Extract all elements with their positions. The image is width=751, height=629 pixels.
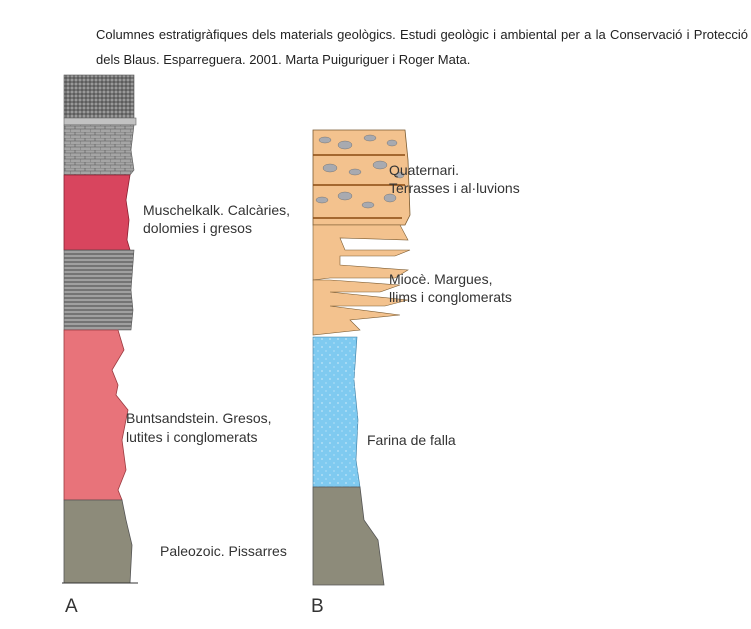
label-buntsandstein-1: Buntsandstein. Gresos, bbox=[126, 410, 272, 426]
layer-dolomite bbox=[63, 249, 135, 331]
layer-upper-gray bbox=[63, 74, 135, 119]
label-farina-de-falla: Farina de falla bbox=[367, 432, 456, 448]
label-buntsandstein-2: lutites i conglomerats bbox=[126, 429, 258, 445]
layer-buntsandstein bbox=[63, 329, 129, 501]
label-miocene-2: llims i conglomerats bbox=[389, 289, 512, 305]
column-b bbox=[312, 129, 411, 586]
layer-muschelkalk bbox=[63, 174, 131, 251]
label-muschelkalk-1: Muschelkalk. Calcàries, bbox=[143, 202, 290, 218]
layer-light-band bbox=[63, 117, 137, 126]
layer-paleozoic bbox=[63, 499, 133, 584]
label-muschelkalk-2: dolomies i gresos bbox=[143, 220, 252, 236]
label-quaternari-1: Quaternari. bbox=[389, 162, 459, 178]
layer-limestone bbox=[63, 124, 135, 176]
layer-basement bbox=[312, 486, 385, 586]
label-miocene-1: Miocè. Margues, bbox=[389, 271, 492, 287]
column-a-label: A bbox=[65, 596, 78, 617]
label-quaternari-2: Terrasses i al·luvions bbox=[389, 180, 520, 196]
column-a bbox=[62, 74, 138, 584]
figure-caption: Columnes estratigràfiques dels materials… bbox=[96, 27, 748, 67]
column-b-label: B bbox=[311, 596, 324, 617]
layer-miocene-lower bbox=[312, 279, 409, 336]
label-paleozoic: Paleozoic. Pissarres bbox=[160, 543, 287, 559]
layer-miocene-upper bbox=[312, 224, 411, 281]
